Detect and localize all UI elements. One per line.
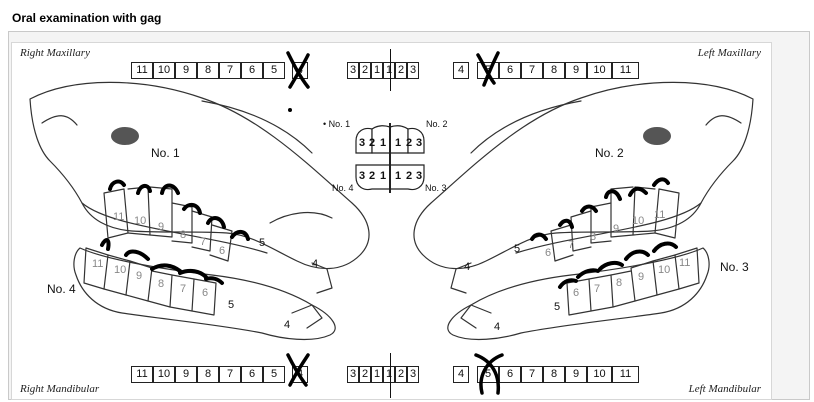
incisor-num-lower-l2: 2 xyxy=(406,170,412,182)
right-skull-upper xyxy=(414,82,753,268)
incisor-label-no1: • No. 1 xyxy=(323,119,350,129)
incisor-label-no3: No. 3 xyxy=(425,183,447,193)
tooth-num-rl-6: 6 xyxy=(202,287,208,299)
page-title: Oral examination with gag xyxy=(12,11,161,25)
incisor-num-lower-r3: 3 xyxy=(359,170,365,182)
tooth-num-lu-5: 5 xyxy=(514,243,520,255)
tooth-num-ll-7: 7 xyxy=(594,283,600,295)
extraction-marks xyxy=(288,53,502,393)
tooth-num-ll-10: 10 xyxy=(658,264,670,276)
incisor-num-lower-l3: 3 xyxy=(416,170,422,182)
tooth-num-lu-4: 4 xyxy=(464,261,470,273)
incisor-diagram xyxy=(356,123,424,193)
right-orbit xyxy=(643,127,671,145)
tooth-num-ru-11: 11 xyxy=(113,211,124,223)
tooth-num-rl-10: 10 xyxy=(114,264,126,276)
tooth-num-rl-5: 5 xyxy=(228,299,234,311)
tooth-num-ll-4: 4 xyxy=(494,321,500,333)
tooth-num-rl-11: 11 xyxy=(92,258,103,270)
tooth-num-rl-7: 7 xyxy=(180,283,186,295)
left-orbit xyxy=(111,127,139,145)
left-upper-cheek-teeth xyxy=(104,187,232,261)
incisor-num-lower-l1: 1 xyxy=(395,170,401,182)
quadrant-label-no4: No. 4 xyxy=(47,282,76,296)
tooth-num-ru-4: 4 xyxy=(312,258,318,270)
marker-dot xyxy=(288,108,292,112)
quadrant-label-no3: No. 3 xyxy=(720,260,749,274)
tooth-num-lu-9: 9 xyxy=(613,223,619,235)
tooth-num-ru-10: 10 xyxy=(134,215,146,227)
tooth-num-lu-7: 7 xyxy=(568,239,574,251)
incisor-label-no2: No. 2 xyxy=(426,119,448,129)
tooth-num-ru-8: 8 xyxy=(180,229,186,241)
tooth-num-rl-8: 8 xyxy=(158,278,164,290)
tooth-num-ll-8: 8 xyxy=(616,277,622,289)
quadrant-label-no1: No. 1 xyxy=(151,146,180,160)
tooth-num-ll-5: 5 xyxy=(554,301,560,313)
tooth-num-ll-9: 9 xyxy=(638,271,644,283)
tooth-num-ll-11: 11 xyxy=(679,257,690,269)
tooth-num-ru-5: 5 xyxy=(259,237,265,249)
tooth-num-rl-4: 4 xyxy=(284,319,290,331)
incisor-label-no4: No. 4 xyxy=(332,183,354,193)
left-lower-cheek-teeth xyxy=(84,248,216,315)
incisor-num-lower-r1: 1 xyxy=(380,170,386,182)
incisor-num-upper-l2: 2 xyxy=(406,137,412,149)
tooth-num-ru-6: 6 xyxy=(219,245,225,257)
tooth-num-lu-8: 8 xyxy=(590,231,596,243)
incisor-num-upper-l3: 3 xyxy=(416,137,422,149)
tooth-num-lu-6: 6 xyxy=(545,247,551,259)
tooth-num-ll-6: 6 xyxy=(573,287,579,299)
incisor-num-upper-l1: 1 xyxy=(395,137,401,149)
tooth-num-ru-9: 9 xyxy=(158,221,164,233)
tooth-num-ru-7: 7 xyxy=(200,236,206,248)
tooth-num-lu-10: 10 xyxy=(632,215,644,227)
quadrant-label-no2: No. 2 xyxy=(595,146,624,160)
incisor-num-upper-r2: 2 xyxy=(369,137,375,149)
incisor-num-lower-r2: 2 xyxy=(369,170,375,182)
tooth-num-rl-9: 9 xyxy=(136,270,142,282)
dental-chart: Right Maxillary Left Maxillary Right Man… xyxy=(11,42,772,400)
skull-diagram xyxy=(12,43,771,399)
incisor-num-upper-r3: 3 xyxy=(359,137,365,149)
tooth-num-lu-11: 11 xyxy=(654,209,665,221)
incisor-num-upper-r1: 1 xyxy=(380,137,386,149)
